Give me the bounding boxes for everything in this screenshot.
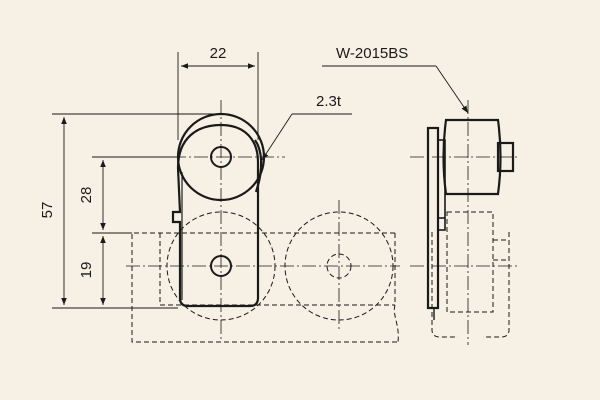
dimension-thickness bbox=[261, 113, 352, 161]
side-view-rail-dashed bbox=[431, 211, 510, 338]
dim-19-label: 19 bbox=[78, 262, 95, 279]
dimension-extension-lines bbox=[52, 113, 216, 309]
rail-outline-dashed bbox=[131, 232, 399, 343]
center-lines bbox=[126, 100, 520, 345]
side-view-roller bbox=[426, 118, 515, 320]
dim-thickness-label: 2.3t bbox=[316, 93, 342, 110]
part-label-leader bbox=[322, 65, 469, 114]
part-number-label: W-2015BS bbox=[336, 45, 408, 62]
dim-28-label: 28 bbox=[78, 187, 95, 204]
axle-holes bbox=[210, 146, 232, 277]
dim-57-label: 57 bbox=[39, 202, 56, 219]
dimension-width-top bbox=[177, 52, 259, 140]
dim-22-label: 22 bbox=[210, 45, 227, 62]
roller-bracket bbox=[171, 112, 266, 308]
